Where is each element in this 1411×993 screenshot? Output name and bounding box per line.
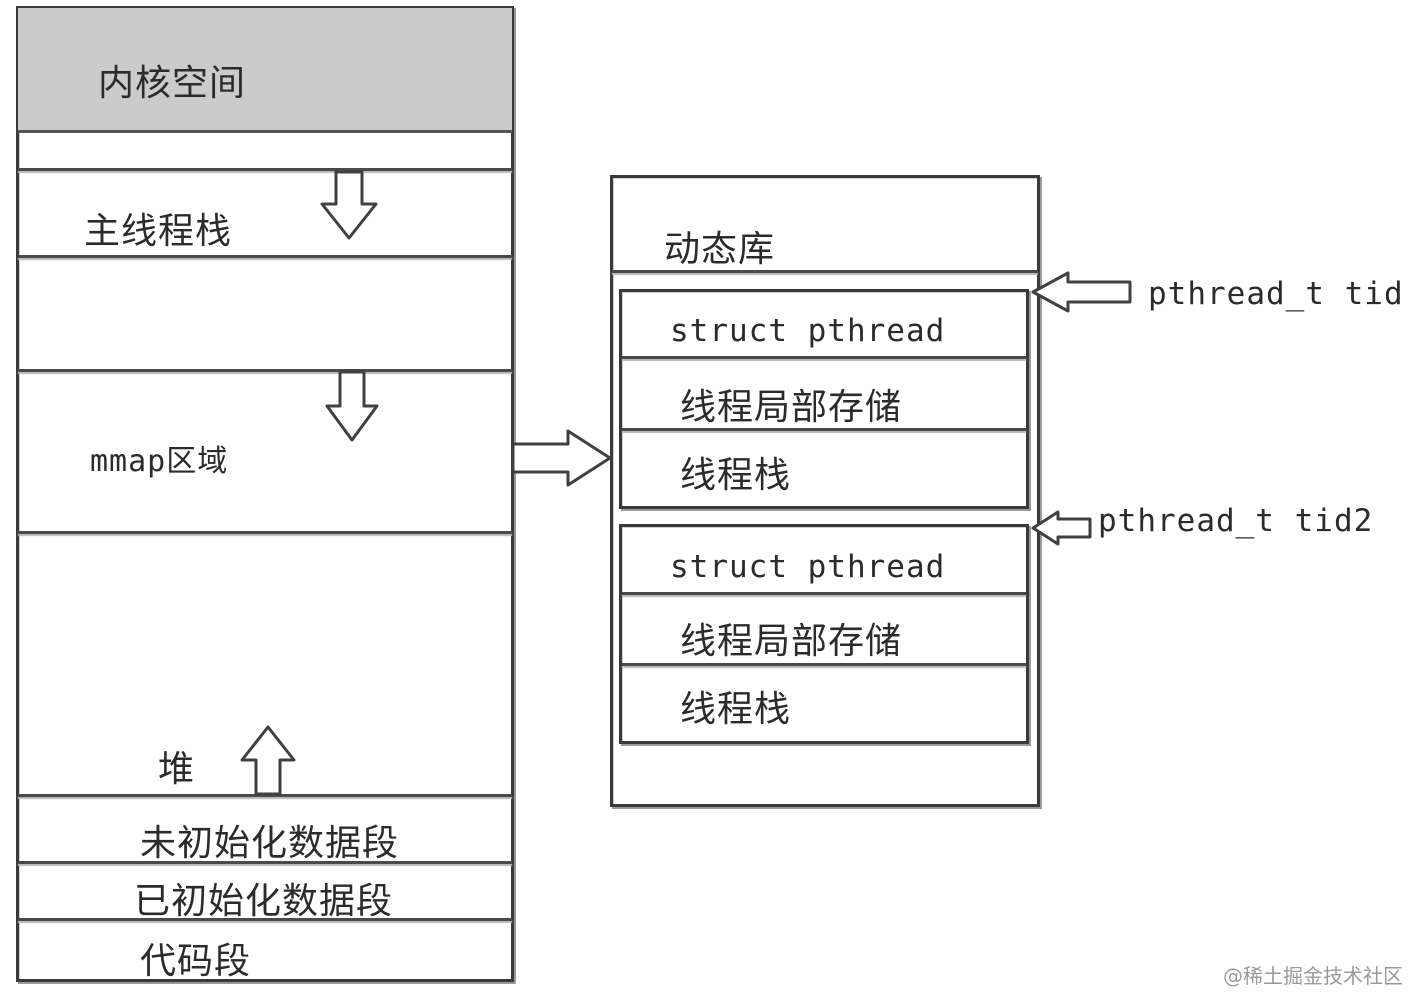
- thread-1-tls-label: 线程局部存储: [680, 387, 903, 428]
- mmap-to-library-arrow-icon: [511, 429, 612, 487]
- heap-grows-up-arrow-icon: [240, 725, 296, 796]
- data-segment-label: 已初始化数据段: [134, 881, 394, 922]
- main-thread-stack-label: 主线程栈: [84, 211, 233, 252]
- divider-1: [18, 168, 512, 171]
- thread-1-divider-2: [622, 428, 1026, 431]
- mmap-region-text: mmap区域: [90, 444, 229, 479]
- kernel-space-label: 内核空间: [98, 63, 247, 104]
- thread-2-struct-pthread-label: struct pthread: [670, 549, 946, 585]
- library-title-divider: [612, 270, 1038, 273]
- tid-pointer-label: pthread_t tid: [1148, 276, 1404, 312]
- thread-2-block: [619, 524, 1029, 744]
- thread-2-divider-2: [622, 663, 1026, 666]
- thread-1-block: [619, 289, 1029, 509]
- mmap-region-label: mmap区域: [90, 436, 228, 480]
- stack-grows-down-arrow-icon: [320, 170, 378, 240]
- divider-7: [18, 918, 512, 921]
- bss-segment-label: 未初始化数据段: [140, 823, 400, 864]
- thread-1-struct-pthread-label: struct pthread: [670, 313, 946, 349]
- divider-2: [18, 255, 512, 258]
- tid2-pointer-label: pthread_t tid2: [1098, 503, 1374, 539]
- thread-2-stack-label: 线程栈: [680, 689, 792, 730]
- code-segment-label: 代码段: [140, 941, 252, 982]
- tid-pointer-arrow-icon: [1031, 271, 1132, 313]
- watermark: @稀土掘金技术社区: [1223, 964, 1403, 988]
- thread-1-stack-label: 线程栈: [680, 455, 792, 496]
- divider-3: [18, 369, 512, 372]
- divider-6: [18, 861, 512, 864]
- thread-2-tls-label: 线程局部存储: [680, 621, 903, 662]
- mmap-grows-down-arrow-icon: [325, 370, 379, 442]
- thread-1-divider-1: [622, 356, 1026, 359]
- thread-2-divider-1: [622, 592, 1026, 595]
- kernel-space-region: [18, 8, 512, 133]
- divider-4: [18, 531, 512, 534]
- tid2-pointer-arrow-icon: [1031, 510, 1092, 546]
- heap-label: 堆: [158, 749, 196, 790]
- shared-library-title: 动态库: [664, 229, 776, 270]
